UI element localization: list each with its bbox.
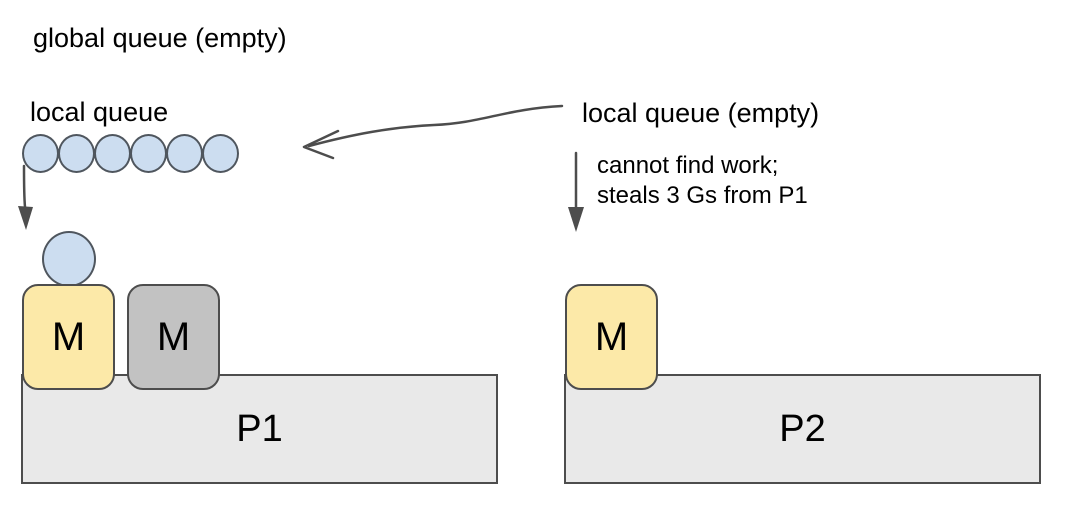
p1-local-queue-goroutines: [22, 134, 239, 173]
steal-arrow: [307, 104, 564, 148]
goroutine-icon: [130, 134, 167, 173]
p2-local-queue-label: local queue (empty): [582, 98, 820, 128]
m-label: M: [156, 314, 191, 359]
p2-label: P2: [779, 407, 826, 450]
running-goroutine-icon: [42, 231, 96, 287]
goroutine-icon: [202, 134, 239, 173]
processor-p1: P1: [21, 374, 498, 484]
annotation-line2: steals 3 Gs from P1: [597, 182, 808, 209]
goroutine-icon: [94, 134, 131, 173]
p1-machine-m2: M: [127, 284, 220, 390]
goroutine-icon: [58, 134, 95, 173]
goroutine-icon: [166, 134, 203, 173]
steal-annotation: cannot find work; steals 3 Gs from P1: [597, 151, 808, 211]
p1-local-queue-label: local queue: [30, 97, 169, 127]
p2-machine-m1: M: [565, 284, 658, 390]
goroutine-icon: [22, 134, 59, 173]
m-label: M: [51, 314, 86, 359]
processor-p2: P2: [564, 374, 1041, 484]
dequeue-arrowhead: [18, 206, 33, 230]
global-queue-label: global queue (empty): [33, 23, 287, 53]
cannot-find-work-arrowhead: [568, 207, 584, 232]
steal-arrowhead: [302, 129, 340, 160]
p1-label: P1: [236, 407, 283, 450]
p1-machine-m1: M: [22, 284, 115, 390]
m-label: M: [594, 314, 629, 359]
annotation-line1: cannot find work;: [597, 152, 779, 179]
